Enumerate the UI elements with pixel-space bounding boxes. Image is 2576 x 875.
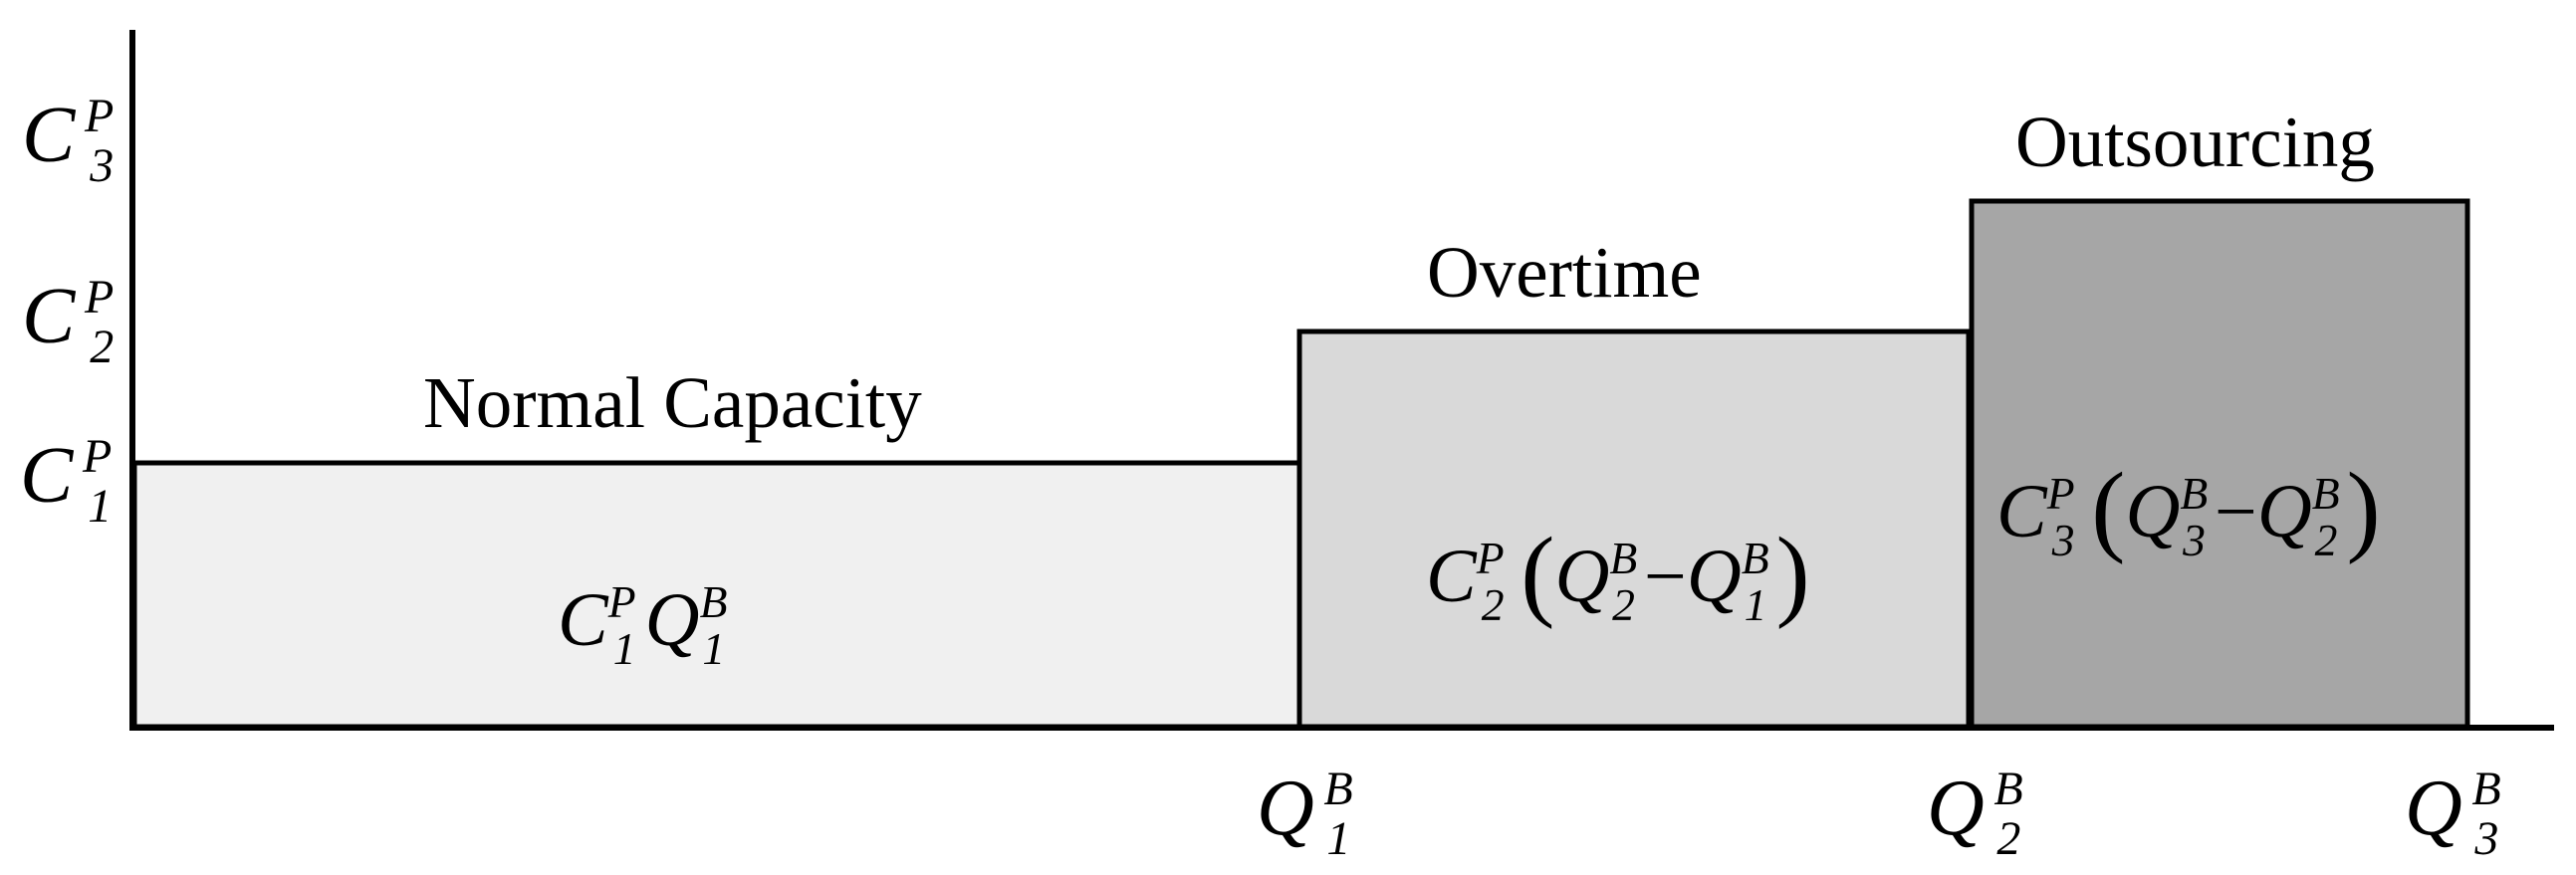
outsourcing-formula: CP3(QB3−QB2) [1996, 453, 2381, 566]
outsourcing-heading: Outsourcing [2015, 102, 2375, 182]
normal-capacity-block [131, 460, 1302, 730]
overtime-heading: Overtime [1427, 232, 1702, 313]
overtime-formula: CP2(QB2−QB1) [1426, 518, 1810, 631]
outsourcing-block [1969, 198, 2470, 730]
normal-capacity-heading: Normal Capacity [423, 362, 922, 443]
overtime-block [1296, 328, 1972, 730]
